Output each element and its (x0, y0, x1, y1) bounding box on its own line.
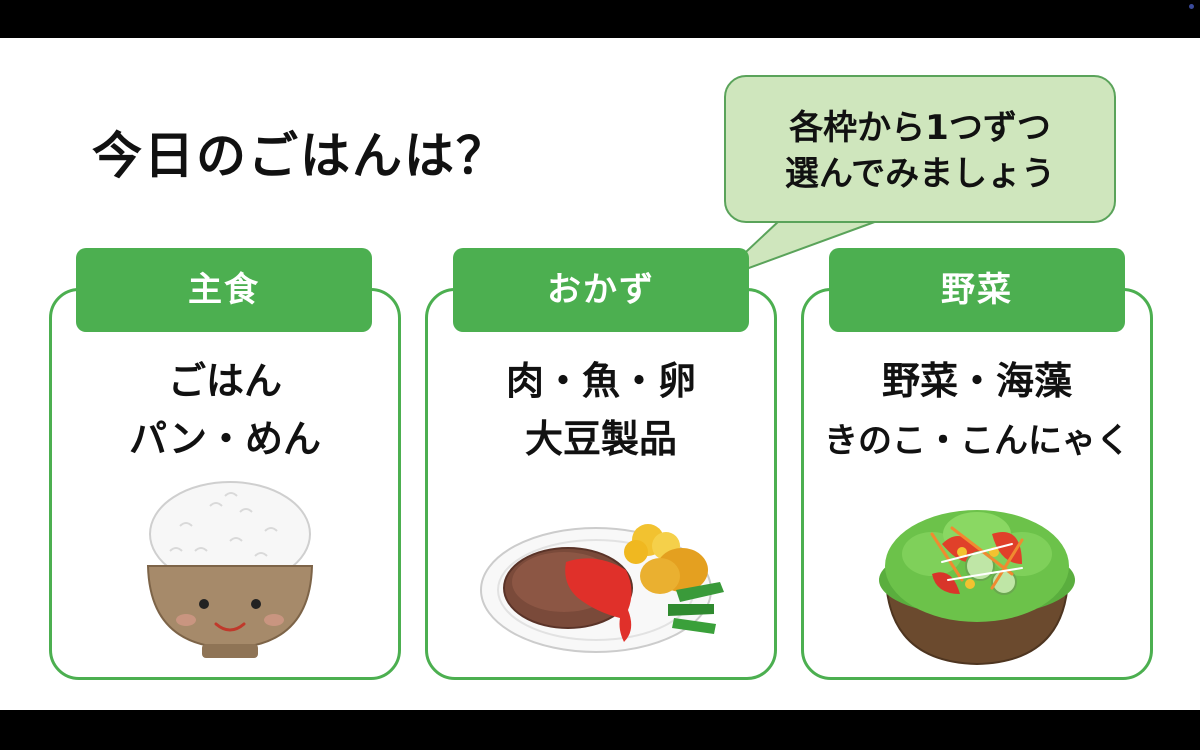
card-main-dish-line-2: 大豆製品 (524, 417, 677, 461)
hamburg-steak-plate-illustration (480, 524, 724, 653)
card-header-vegetables: 野菜 (829, 248, 1125, 332)
speech-bubble-text: 各枠から1つずつ 選んでみましょう (726, 105, 1114, 197)
card-main-dish-line-1: 肉・魚・卵 (505, 359, 696, 403)
card-staple-food-line-2: パン・めん (129, 417, 321, 461)
card-header-main-dish: おかず (453, 248, 749, 332)
slide-title: 今日のごはんは？ (92, 127, 508, 185)
salad-bowl-illustration (879, 510, 1075, 666)
status-dot (1189, 4, 1194, 9)
card-vegetables-line-1: 野菜・海藻 (881, 359, 1072, 403)
card-vegetables-line-2: きのこ・こんにゃく (824, 421, 1130, 461)
speech-bubble-line-2: 選んでみましょう (784, 154, 1056, 194)
rice-bowl-illustration (146, 481, 314, 658)
speech-bubble: 各枠から1つずつ 選んでみましょう (724, 75, 1116, 223)
speech-bubble-line-1: 各枠から1つずつ (789, 108, 1051, 148)
card-header-staple-food: 主食 (76, 248, 372, 332)
card-staple-food-line-1: ごはん (167, 359, 282, 403)
slide: 今日のごはんは？ 各枠から1つずつ 選んでみましょう 主食 ごはん パン・めん … (0, 38, 1200, 710)
